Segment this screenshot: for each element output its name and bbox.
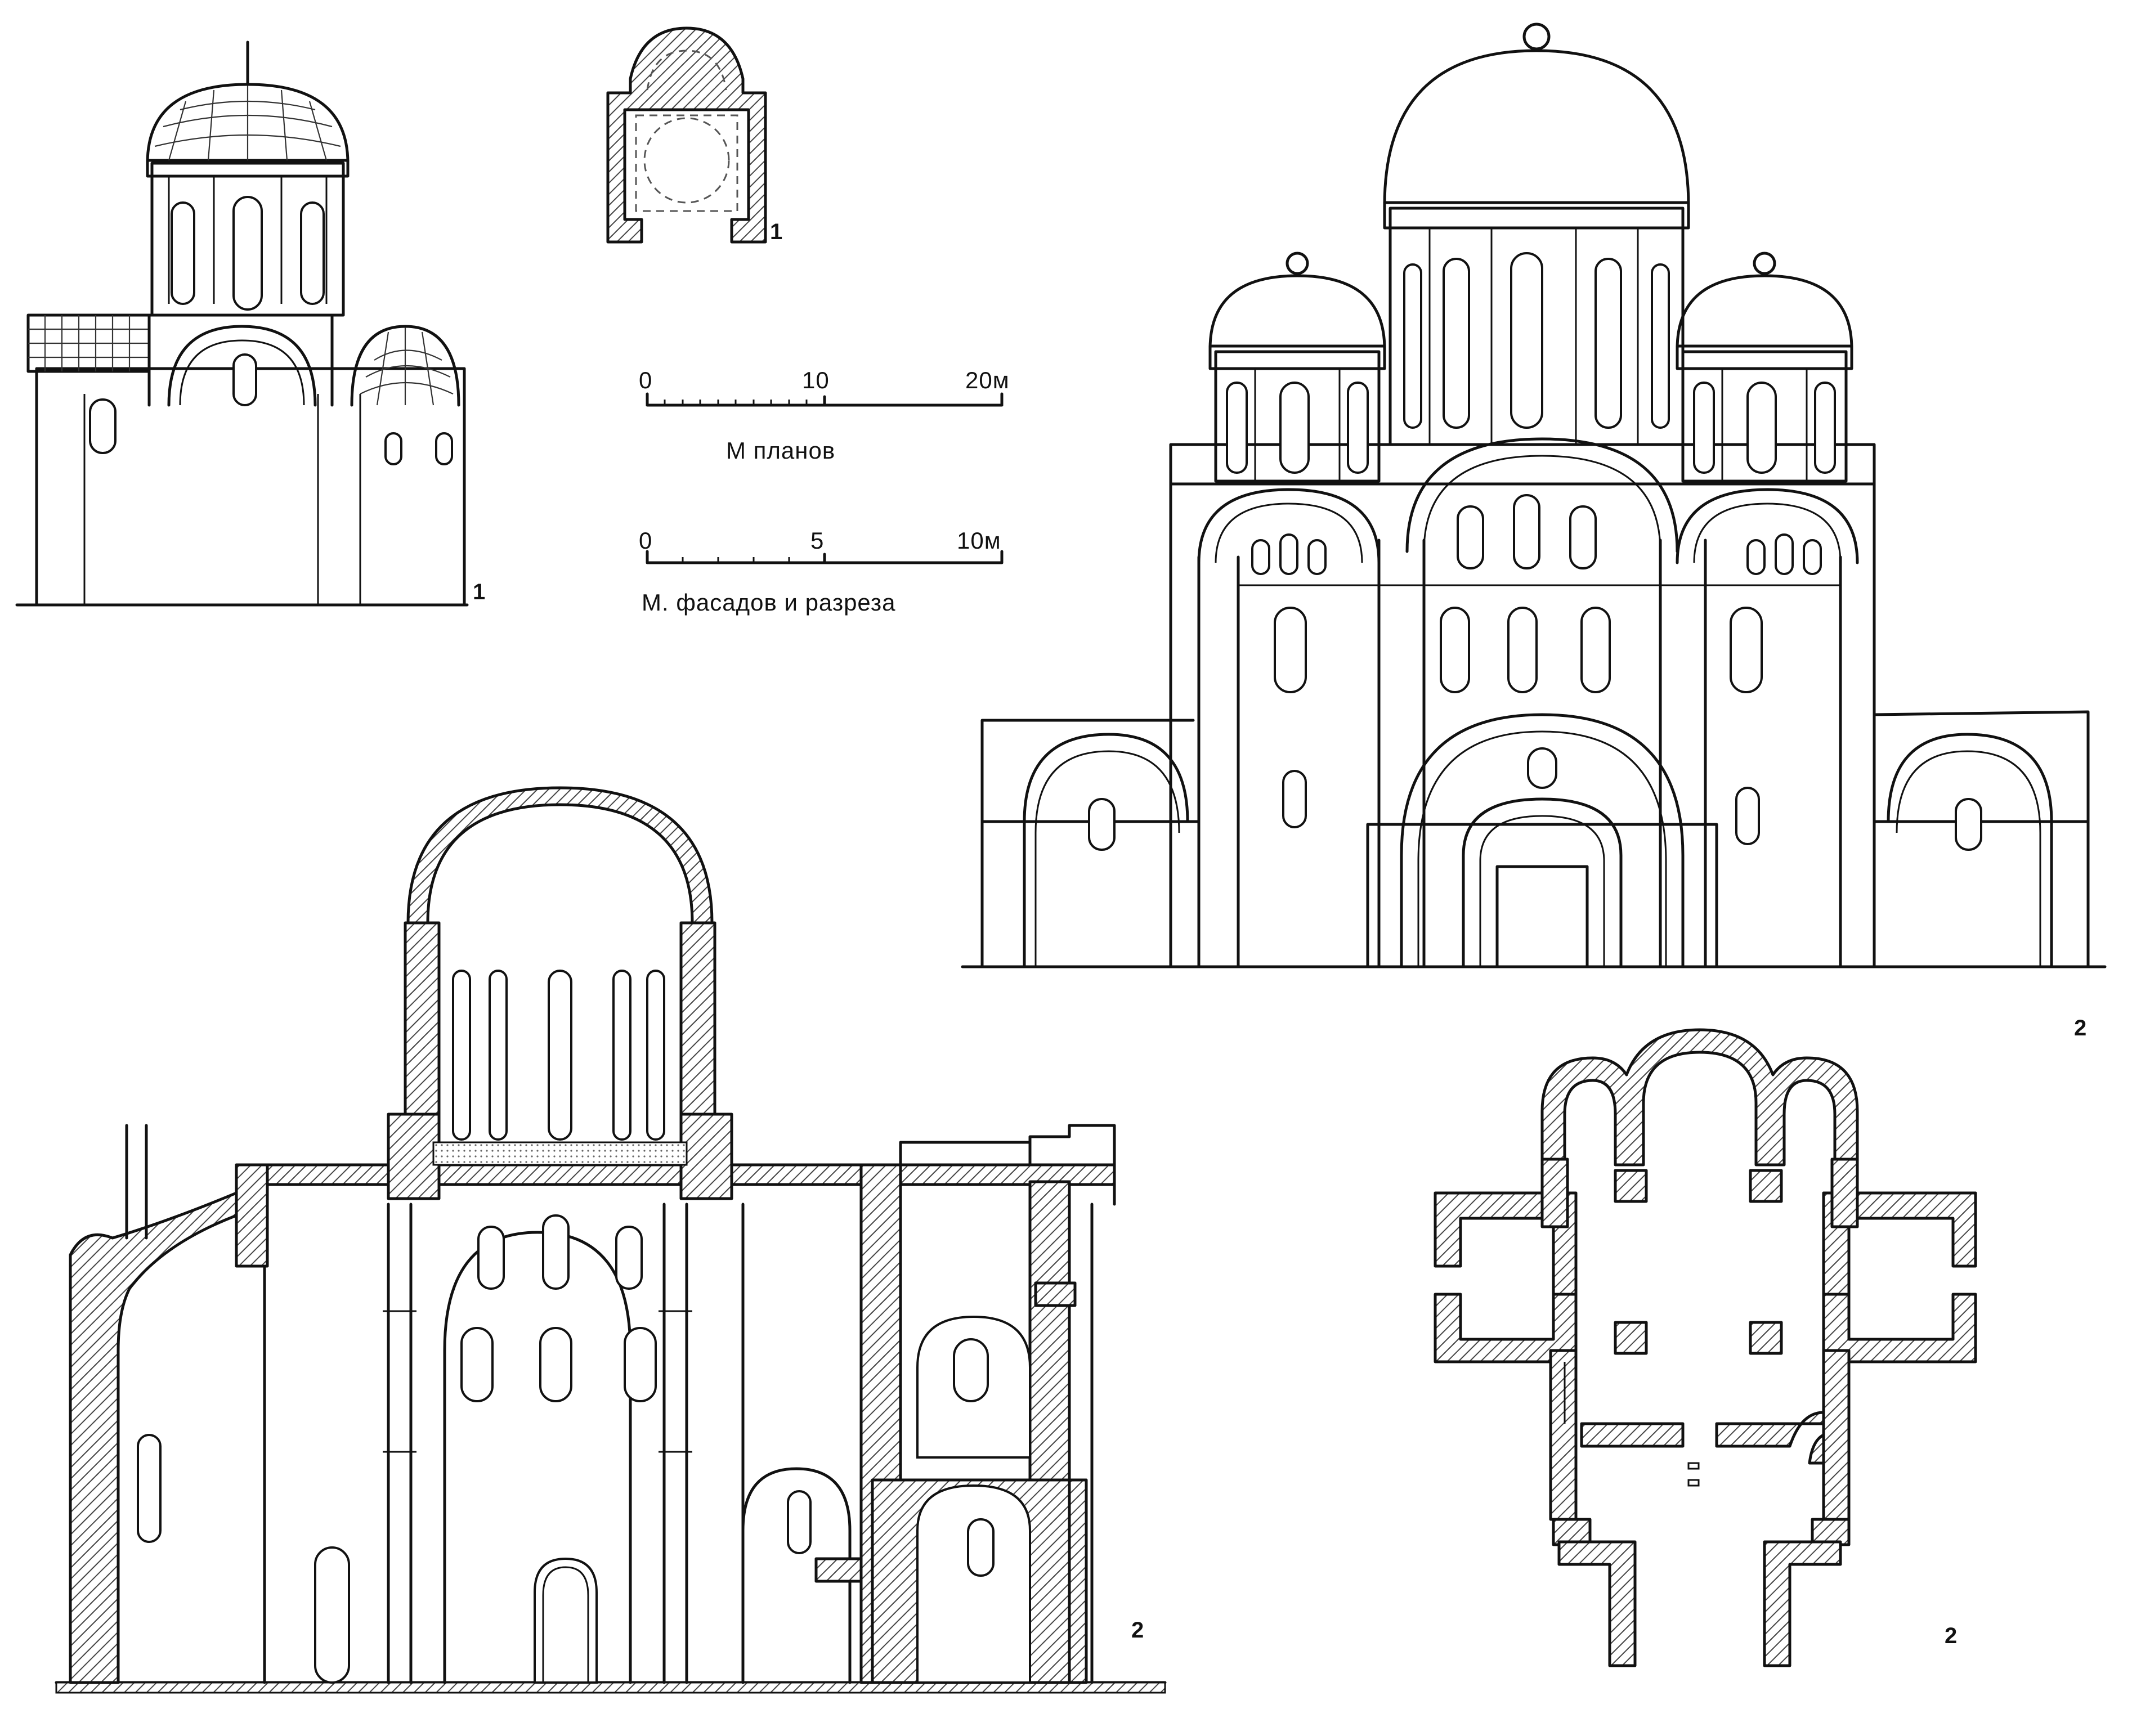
- church-2-facade: 2: [961, 23, 2107, 1040]
- church-1-plan-number: 1: [770, 219, 782, 244]
- scale-bar-facades: 0 5 10м М. фасадов и разреза: [639, 527, 1004, 616]
- scale-plans-tick-10: 10: [802, 367, 830, 393]
- scale-plans-tick-20: 20м: [965, 367, 1010, 393]
- scale-plans-tick-0: 0: [639, 367, 652, 393]
- church-2-plan-number: 2: [1945, 1623, 1957, 1648]
- church-2-section-number: 2: [1131, 1618, 1144, 1643]
- church-2-section: 2: [55, 786, 1167, 1694]
- scale-facades-tick-10: 10м: [957, 527, 1001, 554]
- church-1-facade: 1: [15, 41, 485, 607]
- church-2-plan: 2: [1434, 1028, 1977, 1667]
- scale-facades-tick-0: 0: [639, 527, 652, 554]
- scale-facades-caption: М. фасадов и разреза: [642, 589, 895, 616]
- church-1-facade-number: 1: [473, 580, 485, 604]
- church-2-facade-number: 2: [2074, 1016, 2086, 1040]
- scale-bar-plans: 0 10 20м М планов: [639, 367, 1010, 464]
- scale-plans-caption: М планов: [726, 437, 835, 464]
- church-1-plan: 1: [606, 26, 782, 244]
- scale-facades-tick-5: 5: [810, 527, 824, 554]
